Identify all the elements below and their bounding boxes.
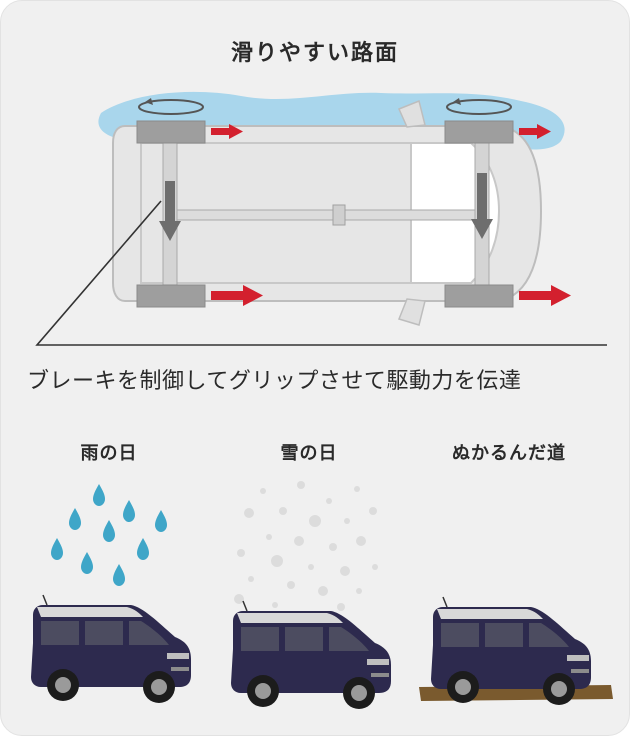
drive-shaft: [176, 209, 476, 221]
condition-label-mud: ぬかるんだ道: [452, 443, 566, 464]
raindrop-icon: [51, 484, 167, 586]
force-arrow-icon: [211, 124, 571, 306]
car-snow: [230, 600, 392, 710]
car-mud: [430, 596, 592, 706]
wheel-front-top: [444, 120, 514, 144]
condition-label-rain: 雨の日: [80, 443, 138, 464]
brake-arrow-icon: [159, 173, 493, 241]
mirror-bottom: [397, 298, 426, 326]
shaft-joint: [332, 204, 346, 226]
page-title: 滑りやすい路面: [230, 41, 399, 66]
leader-line: [35, 200, 607, 346]
wheel-rear-bottom: [136, 284, 206, 308]
rotation-arrow-icon: [138, 99, 512, 115]
snowflake-icon: [234, 481, 378, 611]
car-rain: [30, 594, 192, 704]
caption-text: ブレーキを制御してグリップさせて駆動力を伝達: [27, 369, 522, 394]
wheel-front-bottom: [444, 284, 514, 308]
chassis-diagram: [35, 91, 607, 346]
wheel-rear-top: [136, 120, 206, 144]
mirror-top: [397, 99, 426, 128]
condition-label-snow: 雪の日: [280, 443, 338, 464]
